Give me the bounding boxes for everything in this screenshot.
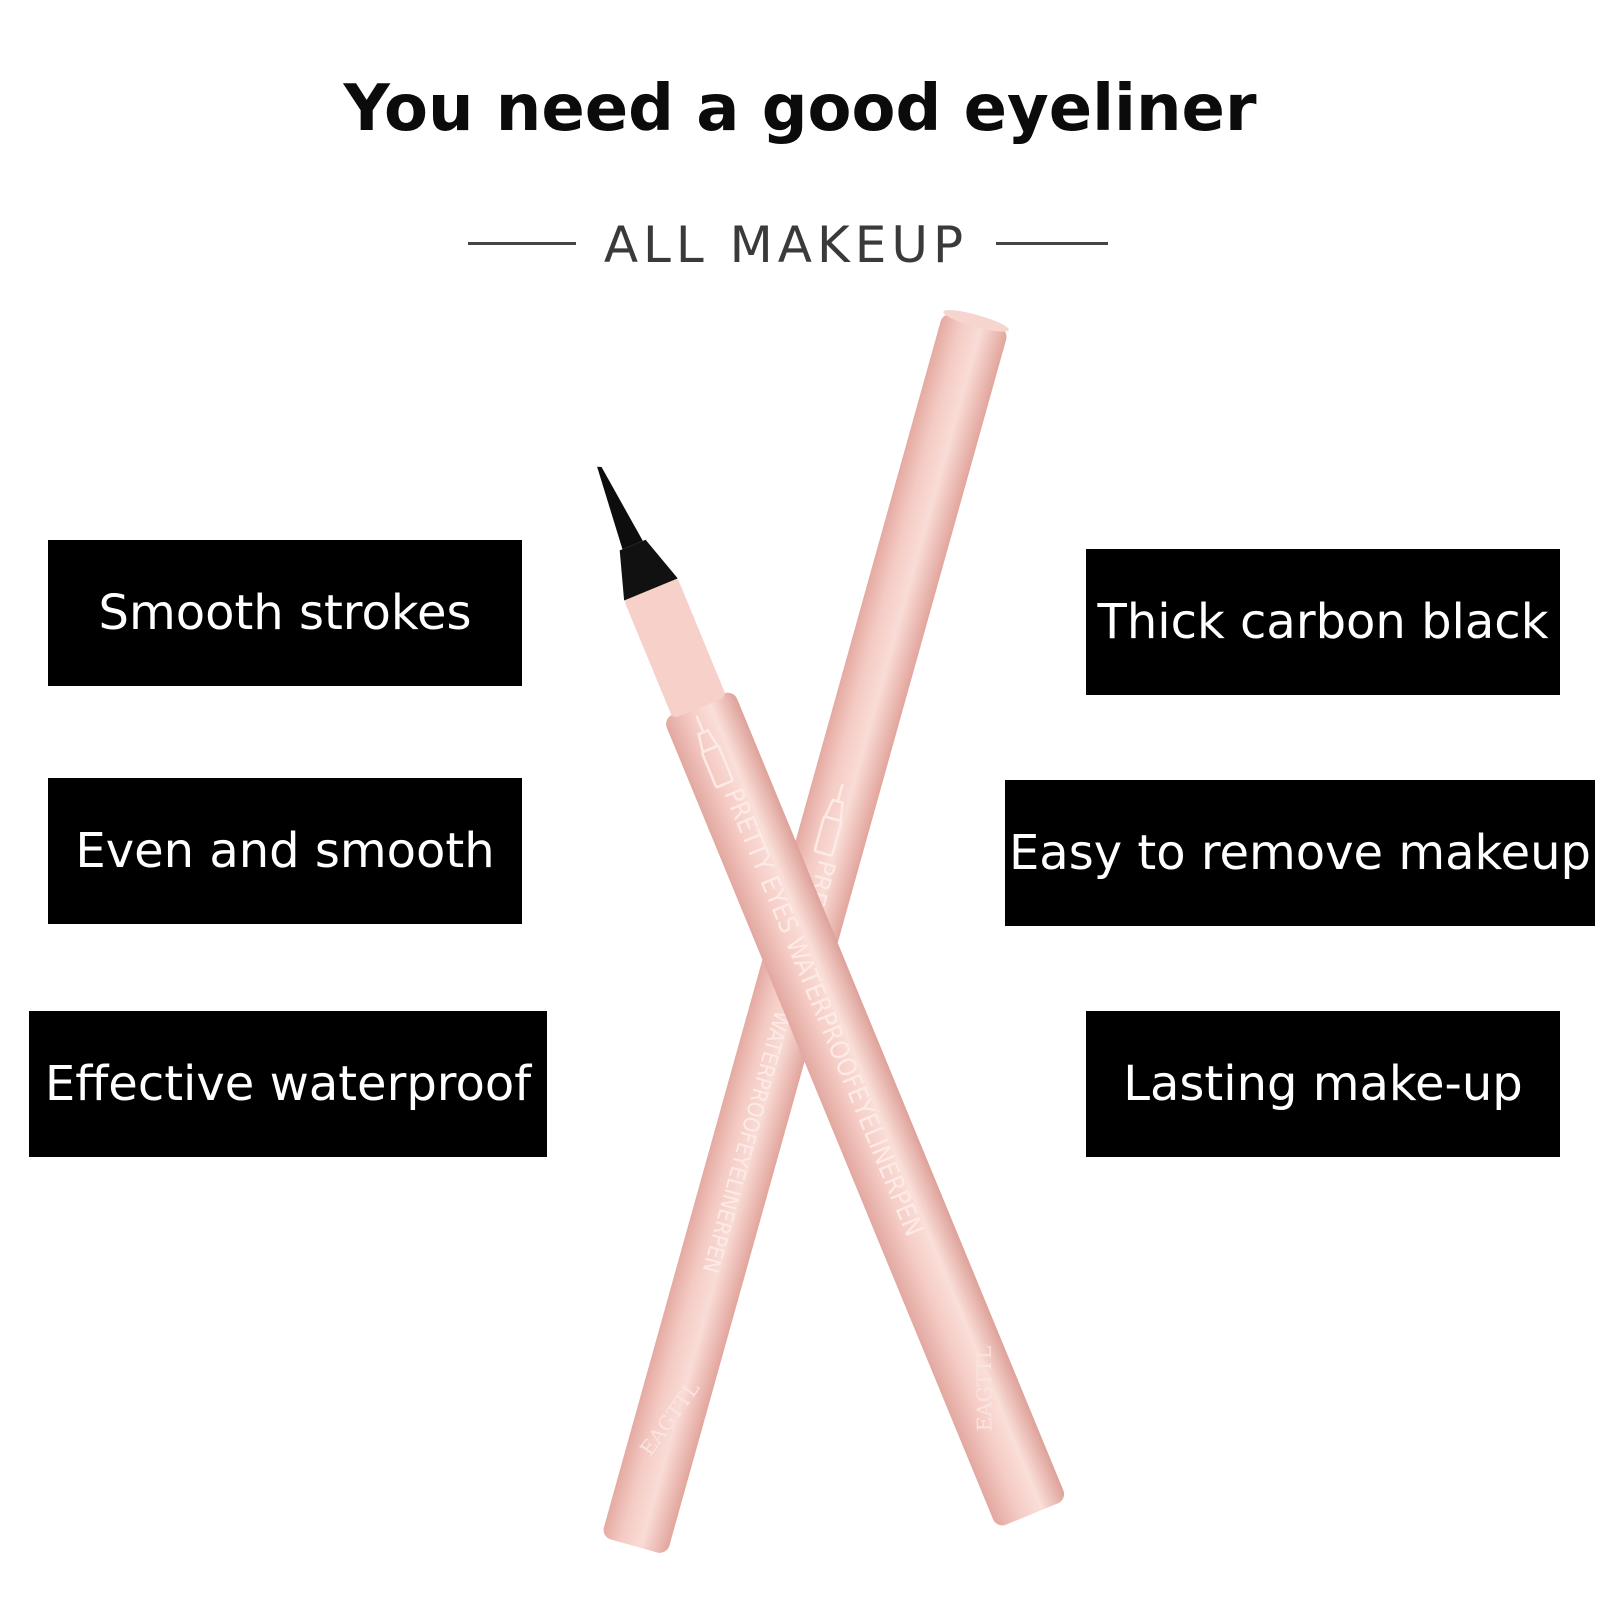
brand-divider-left: [468, 242, 576, 245]
front-pen-logo: EAGTTL: [972, 1346, 997, 1432]
front-pen-body: [666, 692, 1065, 1526]
back-pen-cap-top: [943, 310, 1009, 332]
brand-tag: ALL MAKEUP: [0, 212, 1600, 274]
feature-even-and-smooth: Even and smooth: [48, 778, 522, 924]
front-pen-tip: [597, 466, 643, 550]
headline: You need a good eyeliner: [343, 72, 1257, 146]
front-pen: PRETTY EYES WATERPROOFEYELINERPEN EAGTTL: [597, 466, 1065, 1526]
back-pen-pen-logo: [813, 783, 844, 857]
feature-smooth-strokes: Smooth strokes: [48, 540, 522, 686]
feature-easy-to-remove-makeup: Easy to remove makeup: [1005, 780, 1595, 926]
feature-lasting-make-up: Lasting make-up: [1086, 1011, 1560, 1157]
front-pen-nib-holder: [619, 539, 678, 601]
brand-divider-right: [996, 242, 1108, 245]
brand-tag-text: ALL MAKEUP: [603, 216, 969, 274]
feature-effective-waterproof: Effective waterproof: [29, 1011, 547, 1157]
front-pen-pen-logo: [695, 715, 734, 789]
feature-thick-carbon-black: Thick carbon black: [1086, 549, 1560, 695]
front-pen-neck: [625, 578, 725, 718]
